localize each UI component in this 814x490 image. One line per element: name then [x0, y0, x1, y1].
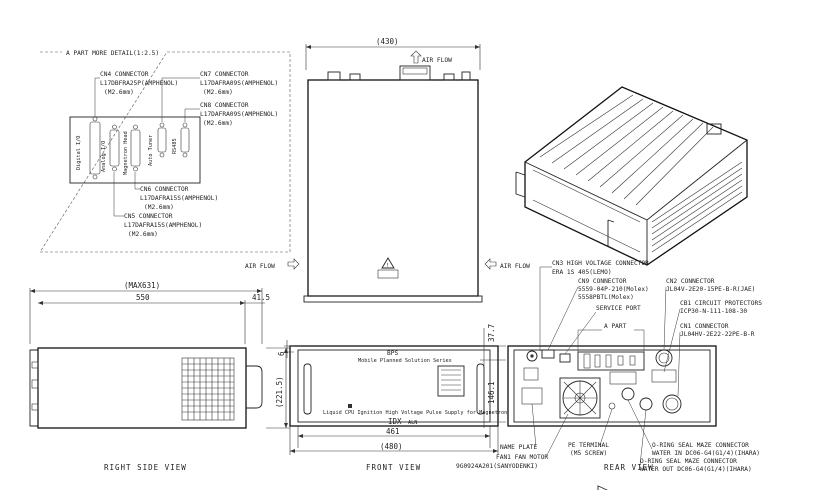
cn5-port — [109, 124, 120, 172]
rear-dim-146: 146.1 — [487, 381, 496, 404]
front-model: IDX — [388, 417, 402, 426]
cn4-name: CN4 CONNECTOR — [100, 71, 149, 78]
port-label-rs485: RS485 — [172, 138, 178, 154]
front-width-inner: 461 — [386, 427, 400, 436]
cn3-name: CN3 HIGH VOLTAGE CONNECTOR — [552, 260, 649, 267]
cn4-part: L17DBFRA25P(AMPHENOL) — [100, 80, 178, 87]
cn2-name: CN2 CONNECTOR — [666, 278, 715, 285]
front-width-outer: (480) — [380, 442, 403, 451]
port-label-digital: Digital I/O — [76, 136, 82, 170]
rear-panel — [507, 345, 717, 427]
cn9-part1: 5559-04P-210(Molex) — [578, 286, 649, 293]
cn4-screw: (M2.6mm) — [104, 89, 134, 96]
cn5-screw: (M2.6mm) — [128, 231, 158, 238]
cn8-port — [180, 122, 190, 158]
cb1-name: CB1 CIRCUIT PROTECTORS — [680, 300, 762, 307]
cn6-name: CN6 CONNECTOR — [140, 186, 189, 193]
cn6-port — [130, 124, 141, 172]
right-max-dim: (MAX631) — [124, 281, 160, 290]
front-dim-6: 6 — [277, 351, 286, 356]
airflow-right-label: AIR FLOW — [500, 263, 530, 270]
cn1-name: CN1 CONNECTOR — [680, 323, 729, 330]
cn9-name: CN9 CONNECTOR — [578, 278, 627, 285]
water-out-fitting — [639, 397, 653, 411]
top-view-body — [307, 79, 479, 297]
front-subtitle: Mobile Planned Solution Series — [358, 358, 452, 364]
airflow-left-label: AIR FLOW — [245, 263, 275, 270]
cn5-part: L17DAFRA15S(AMPHENOL) — [124, 222, 202, 229]
cn3-part: ERA 1S 405(LEMO) — [552, 269, 612, 276]
oring-in-name: O-RING SEAL MAZE CONNECTOR — [652, 442, 749, 449]
front-right-handle — [476, 363, 485, 415]
pe-terminal-icon — [608, 402, 616, 410]
cn1-part: JL04HV-2E22-22PE-B-R — [680, 331, 755, 338]
cn7-port — [157, 122, 167, 158]
cn8-part: L17DAFRA09S(AMPHENOL) — [200, 111, 278, 118]
pe-name: PE TERMINAL — [568, 442, 609, 449]
service-port-label: SERVICE PORT — [596, 305, 641, 312]
detail-title: A PART MORE DETAIL(1:2.5) — [66, 50, 159, 57]
airflow-in-arrow-icon — [287, 258, 300, 270]
port-label-analog: Analog I/O — [101, 141, 107, 172]
right-depth-dim: 550 — [136, 293, 150, 302]
front-left-handle — [303, 363, 312, 415]
water-in-fitting — [621, 387, 635, 401]
rear-dim-37: 37.7 — [487, 324, 496, 342]
oring-out-name: O-RING SEAL MAZE CONNECTOR — [640, 458, 737, 465]
front-brand: BPS — [387, 350, 398, 357]
cb1-part: ICP30-N-111-108-30 — [680, 308, 747, 315]
oring-out-part: WATER OUT DC06-G4(G1/4)(IHARA) — [640, 466, 752, 473]
front-long-text: Liquid CPU Ignition High Voltage Pulse S… — [323, 410, 507, 416]
airflow-top-label: AIR FLOW — [422, 57, 452, 64]
front-view-label: FRONT VIEW — [366, 463, 421, 472]
cn1-connector — [662, 394, 682, 414]
rear-fan-icon — [559, 377, 601, 419]
cn4-port — [89, 116, 101, 180]
airflow-out-arrow-icon — [484, 258, 497, 270]
cn8-screw: (M2.6mm) — [203, 120, 233, 127]
svg-text:!: ! — [386, 263, 389, 269]
right-height-dim: (221.5) — [275, 376, 284, 408]
isometric-view — [515, 86, 748, 490]
fan-part: 9G0924A201(SANYODENKI) — [456, 463, 538, 470]
cn3-hv-connector — [526, 350, 538, 362]
cn6-screw: (M2.6mm) — [144, 204, 174, 211]
cn5-name: CN5 CONNECTOR — [124, 213, 173, 220]
cn6-part: L17DAFRA15S(AMPHENOL) — [140, 195, 218, 202]
front-nameplate — [437, 365, 465, 397]
right-side-view: (MAX631) 550 41.5 (221.5) RIGHT SIDE VIE… — [29, 281, 290, 472]
port-label-magnetron: Magnetron Head — [123, 131, 129, 175]
cn2-connector — [655, 349, 673, 367]
pe-part: (M5 SCREW) — [570, 450, 607, 457]
cn9-part2: 5558PBTL(Molex) — [578, 294, 634, 301]
cn7-part: L17DAFRA09S(AMPHENOL) — [200, 80, 278, 87]
cn2-part: JL04V-2E20-15PE-B-R(JAE) — [666, 286, 755, 293]
cn7-name: CN7 CONNECTOR — [200, 71, 249, 78]
front-model-suffix: ALN — [408, 420, 417, 426]
right-side-view-label: RIGHT SIDE VIEW — [104, 463, 187, 472]
side-vent-grid — [181, 357, 235, 421]
front-panel — [289, 345, 499, 427]
airflow-up-arrow-icon — [410, 50, 422, 64]
rear-view-label: REAR VIEW — [604, 463, 654, 472]
rear-view: 37.7 146.1 REAR VI — [456, 260, 762, 473]
cn7-screw: (M2.6mm) — [203, 89, 233, 96]
right-rear-dim: 41.5 — [252, 293, 270, 302]
top-width-dim: (430) — [376, 37, 399, 46]
port-label-autotuner: Auto Tuner — [148, 135, 154, 166]
fan-name: FAN1 FAN MOTOR — [496, 454, 548, 461]
front-view: BPS Mobile Planned Solution Series Liqui… — [277, 340, 507, 472]
nameplate-label: NAME PLATE — [500, 444, 538, 451]
cn8-name: CN8 CONNECTOR — [200, 102, 249, 109]
warning-triangle-icon — [381, 257, 395, 269]
rear-a-part-strip — [577, 351, 645, 371]
detail-panel: A PART MORE DETAIL(1:2.5) Digital — [39, 50, 291, 253]
cn9-connector — [541, 349, 555, 359]
oring-in-part: WATER IN DC06-G4(G1/4)(IHARA) — [652, 450, 760, 457]
service-port — [559, 353, 571, 363]
rear-a-part-label: A PART — [604, 323, 627, 330]
top-view: (430) ! AIR FLOW AIR FLOW AIR FLOW — [245, 37, 530, 303]
